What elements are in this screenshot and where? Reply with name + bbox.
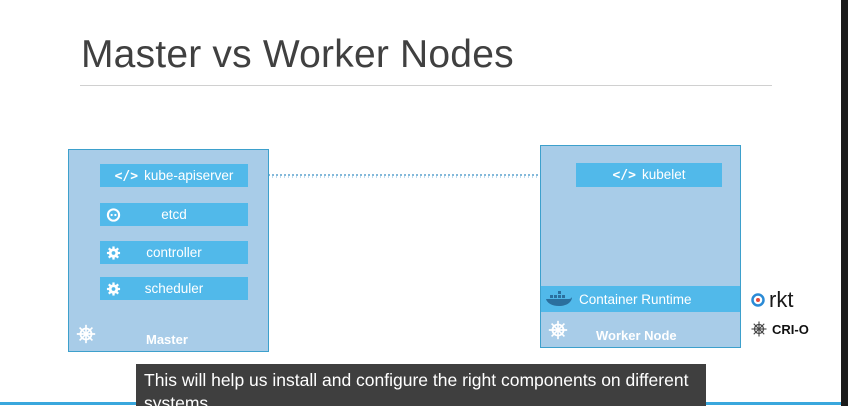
- gear-icon: [106, 245, 121, 260]
- container-runtime-component: Container Runtime: [541, 286, 740, 312]
- master-node: </> kube-apiserver etcd controller schedu…: [68, 149, 269, 352]
- window-edge-bar: [841, 0, 848, 406]
- gear-icon: [106, 281, 121, 296]
- title-divider: [80, 85, 772, 86]
- worker-node: </> kubelet Container Runtime Worker Node: [540, 145, 741, 348]
- container-runtime-label: Container Runtime: [579, 291, 692, 307]
- master-label: Master: [146, 332, 188, 347]
- code-icon: </>: [114, 168, 139, 184]
- kubernetes-helm-icon: [76, 324, 96, 344]
- rkt-label: rkt: [769, 287, 794, 312]
- etcd-icon: [106, 207, 121, 222]
- etcd-component: etcd: [100, 203, 248, 226]
- video-caption: This will help us install and configure …: [136, 364, 706, 406]
- docker-whale-icon: [546, 291, 572, 306]
- scheduler-component: scheduler: [100, 277, 248, 300]
- controller-label: controller: [146, 245, 202, 260]
- kubernetes-helm-icon: [548, 320, 568, 340]
- controller-component: controller: [100, 241, 248, 264]
- scheduler-label: scheduler: [144, 281, 204, 296]
- rkt-icon: [751, 293, 765, 307]
- crio-icon: [751, 321, 767, 337]
- crio-logo: CRI-O: [750, 320, 809, 338]
- kubelet-component: </> kubelet: [576, 163, 722, 187]
- kubelet-label: kubelet: [641, 167, 686, 182]
- worker-node-label: Worker Node: [596, 328, 677, 343]
- kube-apiserver-component: </> kube-apiserver: [100, 164, 248, 187]
- kube-apiserver-label: kube-apiserver: [144, 167, 234, 183]
- slide-title: Master vs Worker Nodes: [81, 33, 514, 76]
- rkt-logo: rkt: [750, 287, 793, 313]
- code-icon: </>: [612, 168, 636, 183]
- crio-label: CRI-O: [772, 321, 809, 337]
- etcd-label: etcd: [161, 207, 187, 222]
